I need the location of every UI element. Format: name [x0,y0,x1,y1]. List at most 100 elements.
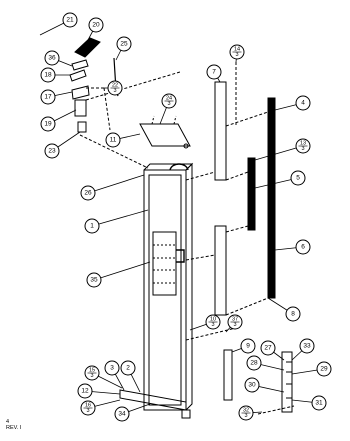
callout-number: 32 [243,407,249,413]
callout-circle [40,67,56,83]
callout-subnumber: 3 [233,322,236,328]
callout-5: 5 [290,170,306,186]
callout-2: 2 [120,360,136,376]
callout-subnumber: 3 [244,413,247,419]
callout-23: 23 [44,143,60,159]
callout-20: 20 [88,17,104,33]
callout-number: 25 [120,41,128,48]
callout-layer: 2120361817192325223243112613514374133568… [40,12,332,422]
callout-circle [114,406,130,422]
callout-17: 17 [40,89,56,105]
callout-circle [62,12,78,28]
callout-32: 323 [238,405,254,421]
callout-33: 33 [299,338,315,354]
callout-circle [120,360,136,376]
revision-label: REV. I [6,425,22,431]
callout-36: 36 [44,50,60,66]
door-liner-assembly [143,162,194,411]
callout-24: 243 [161,93,177,109]
hinge-parts-top [69,37,181,169]
callout-number: 20 [92,22,100,29]
callout-subnumber: 3 [301,146,304,152]
callout-number: 15 [89,367,95,373]
callout-number: 18 [44,72,52,79]
callout-subnumber: 3 [235,52,238,58]
callout-circle [246,355,262,371]
callout-circle [44,50,60,66]
callout-circle [285,306,301,322]
callout-25: 25 [116,36,132,52]
callout-circle [240,338,256,354]
callout-31: 31 [311,395,327,411]
callout-1: 1 [84,218,100,234]
callout-circle [84,218,100,234]
callout-number: 6 [301,244,305,251]
callout-subnumber: 3 [113,88,116,94]
revision-number: 4 [6,419,10,425]
revision-note: 4 REV. I [6,419,21,431]
callout-number: 34 [118,411,126,418]
callout-number: 17 [44,94,52,101]
callout-number: 7 [212,69,216,76]
callout-subnumber: 3 [86,408,89,414]
callout-16: 163 [80,400,96,416]
callout-number: 37 [232,316,238,322]
callout-circle [80,185,96,201]
leader-line-26 [87,174,145,194]
callout-15: 153 [84,365,100,381]
callout-number: 13 [300,140,306,146]
callout-number: 22 [112,82,118,88]
callout-number: 31 [315,400,323,407]
callout-28: 28 [246,355,262,371]
callout-number: 33 [303,343,311,350]
callout-26: 26 [80,185,96,201]
callout-number: 23 [48,148,56,155]
callout-14: 143 [229,44,245,60]
callout-number: 1 [90,223,94,230]
callout-number: 36 [48,55,56,62]
callout-3: 3 [104,360,120,376]
callout-7: 7 [206,64,222,80]
callout-9: 9 [240,338,256,354]
callout-13: 133 [295,138,311,154]
callout-circle [311,395,327,411]
callout-number: 21 [66,17,74,24]
callout-circle [86,272,102,288]
callout-34: 34 [114,406,130,422]
callout-number: 12 [81,388,89,395]
callout-circle [295,95,311,111]
callout-number: 8 [291,311,295,318]
leader-line-1 [91,209,149,227]
callout-number: 10 [210,316,216,322]
callout-circle [104,360,120,376]
callout-4: 4 [295,95,311,111]
callout-35: 35 [86,272,102,288]
callout-21: 21 [62,12,78,28]
callout-circle [206,64,222,80]
leader-line-35 [93,261,151,281]
bracket-11 [139,115,191,149]
callout-number: 3 [110,365,114,372]
callout-circle [260,340,276,356]
callout-number: 4 [301,100,305,107]
callout-circle [116,36,132,52]
callout-circle [295,239,311,255]
leader-lines [39,19,325,415]
callout-number: 14 [234,46,240,52]
callout-37: 373 [227,314,243,330]
callout-number: 29 [320,366,328,373]
callout-circle [77,383,93,399]
callout-18: 18 [40,67,56,83]
callout-number: 35 [90,277,98,284]
callout-29: 29 [316,361,332,377]
callout-subnumber: 3 [211,322,214,328]
callout-22: 223 [107,80,123,96]
callout-number: 16 [85,402,91,408]
callout-circle [316,361,332,377]
callout-circle [105,132,121,148]
callout-6: 6 [295,239,311,255]
callout-11: 11 [105,132,121,148]
callout-circle [44,143,60,159]
